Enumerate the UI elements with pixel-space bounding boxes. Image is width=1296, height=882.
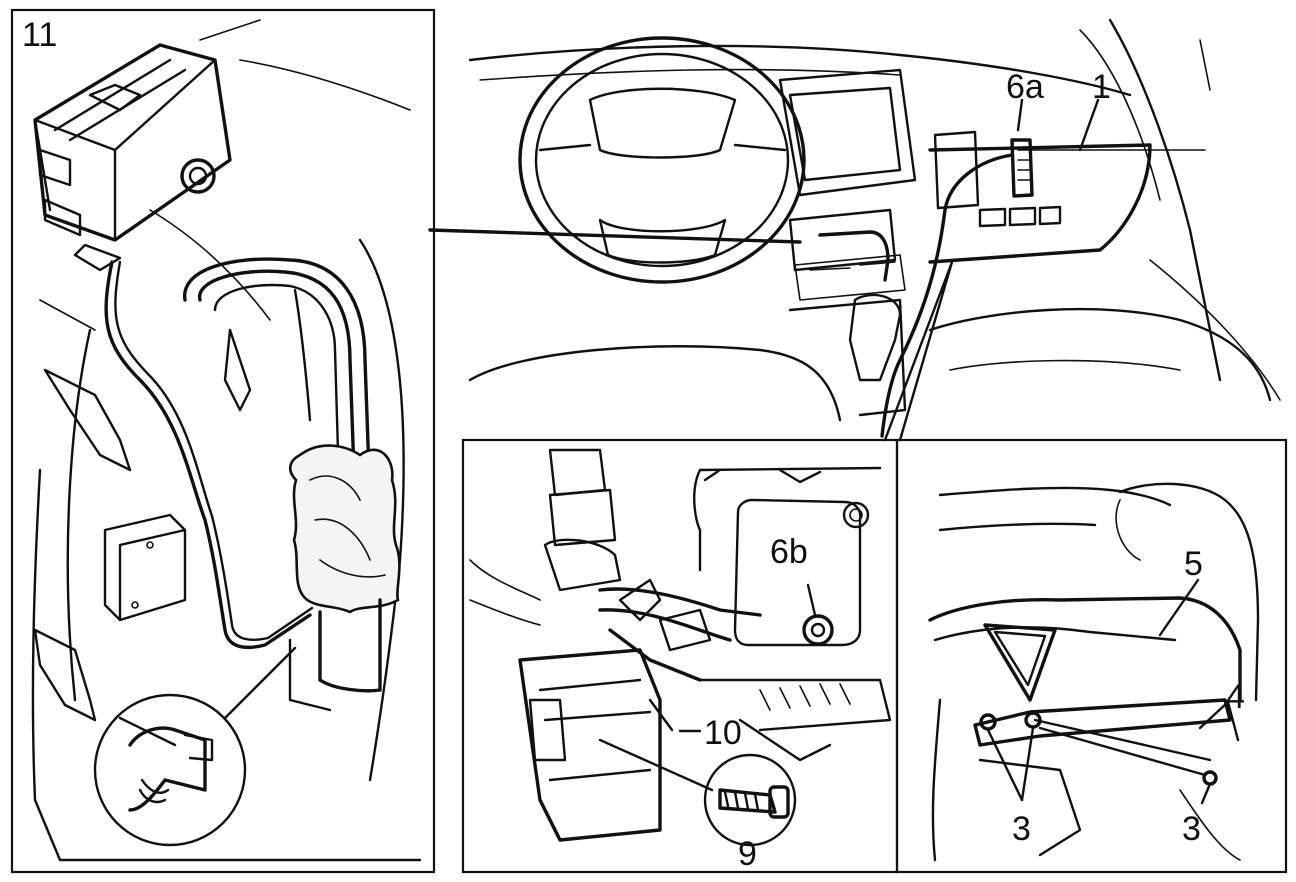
clip-detail-magnifier	[93, 646, 297, 847]
panel-11: 11	[10, 8, 436, 874]
module-6a	[1010, 138, 1034, 198]
callout-3-right: 3	[1182, 810, 1201, 848]
panel-connector	[883, 260, 954, 442]
cover-plate	[733, 498, 862, 647]
harness-top	[880, 153, 1014, 438]
dash-outline-2	[39, 19, 411, 331]
mounting-nut	[180, 158, 216, 194]
steering-wheel	[518, 36, 806, 284]
callout-9: 9	[738, 835, 757, 873]
callout-4: 4	[1226, 678, 1245, 716]
module-10	[518, 648, 662, 842]
panel-bottom-right-frame	[895, 438, 1288, 874]
glovebox-outline	[928, 143, 1152, 264]
screw-6b	[802, 614, 834, 646]
screw-3-right	[1202, 770, 1218, 786]
side-vent-lower	[33, 628, 97, 722]
callout-6b: 6b	[770, 533, 808, 571]
glovebox-lid	[973, 698, 1232, 747]
callout-3-left: 3	[1012, 810, 1031, 848]
callout-1: 1	[1092, 68, 1111, 106]
callout-11: 11	[22, 16, 57, 54]
panel-top: 6a 1	[428, 18, 1281, 438]
steering-column	[183, 257, 372, 502]
harness-wire	[104, 260, 312, 649]
dash-outline	[31, 238, 422, 862]
panel-5	[928, 596, 1242, 702]
callout-5: 5	[1184, 545, 1203, 583]
callout-6a: 6a	[1006, 68, 1044, 106]
wire-bundle	[598, 587, 762, 682]
column-shaft	[318, 598, 382, 693]
control-module	[33, 43, 232, 272]
callout-10: 10	[704, 714, 742, 752]
panel-bottom-right: 5 4 3 3	[895, 438, 1288, 874]
relay-box	[103, 513, 187, 622]
panel-bottom-middle: 6b 10 9	[461, 438, 899, 874]
gear-lever	[848, 293, 902, 382]
panel-11-frame	[10, 8, 436, 874]
screw-9-detail	[598, 738, 797, 847]
triangle-vent	[983, 623, 1057, 702]
panel-bottom-middle-frame	[461, 438, 899, 874]
wrapped-insulation	[288, 444, 401, 614]
side-vent-upper	[43, 368, 132, 472]
